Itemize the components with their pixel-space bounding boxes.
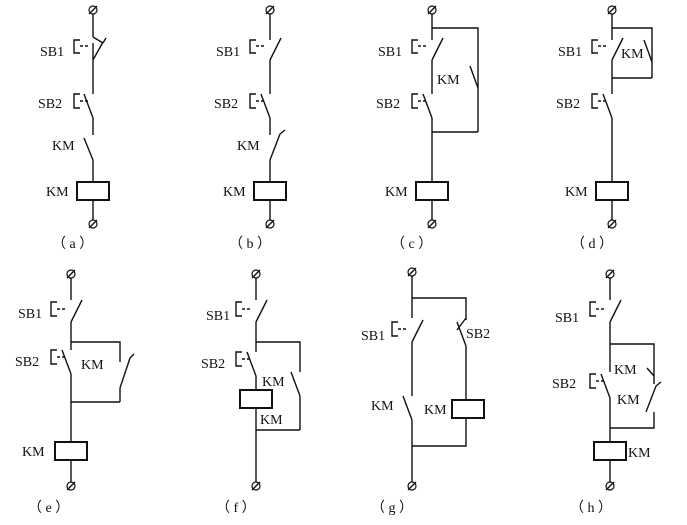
sb2-normally-open-button	[73, 88, 94, 135]
sb1-label: SB1	[361, 329, 385, 344]
km-contact-2-label: KM	[617, 393, 640, 408]
circuit-d: SB1 KM SB2 KM （ d ）	[556, 5, 653, 252]
km-coil-label: KM	[424, 403, 447, 418]
km-coil	[595, 181, 629, 201]
circuit-h: SB1 KM SB2 KM KM （ h ）	[552, 269, 662, 516]
sb2-label: SB2	[466, 327, 490, 342]
sb1-label: SB1	[40, 45, 64, 60]
sb1-normally-closed-button	[411, 28, 444, 88]
sb2-normally-open-button	[50, 342, 72, 442]
caption-g: （ g ）	[371, 500, 413, 516]
km-self-hold-contact	[256, 371, 301, 431]
sb1-normally-closed-button	[73, 36, 107, 88]
caption-f: （ f ）	[216, 500, 256, 516]
sb2-normally-open-button	[411, 88, 433, 182]
sb2-normally-open-button	[456, 317, 467, 400]
sb2-label: SB2	[556, 97, 580, 112]
km-self-hold-contact	[646, 367, 655, 377]
km-coil-label: KM	[565, 185, 588, 200]
sb1-label: SB1	[206, 309, 230, 324]
km-coil	[451, 399, 485, 419]
sb2-label: SB2	[376, 97, 400, 112]
km-coil	[253, 181, 287, 201]
km-coil-label: KM	[223, 185, 246, 200]
km-self-hold-contact	[469, 65, 479, 132]
km-contact-label: KM	[437, 73, 460, 88]
sb1-normally-closed-button	[391, 298, 424, 396]
sb1-normally-closed-button	[589, 299, 622, 344]
sb1-label: SB1	[558, 45, 582, 60]
sb1-label: SB1	[18, 307, 42, 322]
km-coil	[593, 441, 627, 461]
circuit-a: SB1 SB2 KM KM （ a ）	[38, 5, 110, 252]
km-contact-label: KM	[81, 358, 104, 373]
caption-h: （ h ）	[570, 500, 612, 516]
km-contact-label: KM	[237, 139, 260, 154]
sb2-normally-open-button	[249, 88, 271, 135]
sb1-normally-closed-button	[249, 37, 282, 88]
km-contact-label: KM	[621, 47, 644, 62]
km-coil-label: KM	[260, 413, 283, 428]
km-coil-label: KM	[628, 446, 651, 461]
sb2-normally-open-button	[589, 344, 611, 442]
km-coil	[76, 181, 110, 201]
circuit-f: SB1 SB2 KM KM （ f ）	[201, 269, 301, 516]
caption-c: （ c ）	[391, 236, 432, 252]
caption-d: （ d ）	[571, 236, 613, 252]
sb2-normally-open-button	[235, 342, 257, 390]
km-coil	[54, 441, 88, 461]
km-self-hold-contact	[612, 39, 653, 79]
caption-e: （ e ）	[28, 500, 69, 516]
sb2-label: SB2	[201, 357, 225, 372]
km-normally-closed-contact	[610, 376, 662, 429]
km-normally-closed-contact	[269, 129, 286, 182]
sb2-label: SB2	[15, 355, 39, 370]
sb2-normally-open-button	[591, 88, 613, 182]
km-normally-open-contact	[83, 137, 94, 182]
sb1-label: SB1	[555, 311, 579, 326]
sb1-normally-closed-button	[591, 28, 624, 88]
circuit-e: SB1 SB2 KM KM （ e ）	[15, 269, 135, 516]
sb1-normally-closed-button	[50, 299, 83, 342]
circuit-g: SB1 SB2 KM KM （ g ）	[361, 267, 490, 516]
km-coil-label: KM	[46, 185, 69, 200]
km-self-hold-contact	[71, 353, 135, 403]
caption-b: （ b ）	[229, 236, 271, 252]
circuit-c: SB1 KM SB2 KM （ c ）	[376, 5, 479, 252]
caption-a: （ a ）	[52, 236, 93, 252]
km-contact-label: KM	[52, 139, 75, 154]
km-coil-label: KM	[385, 185, 408, 200]
km-contact-label: KM	[371, 399, 394, 414]
sb2-label: SB2	[552, 377, 576, 392]
km-coil-label: KM	[22, 445, 45, 460]
sb2-label: SB2	[38, 97, 62, 112]
sb1-label: SB1	[378, 45, 402, 60]
sb2-label: SB2	[214, 97, 238, 112]
sb1-label: SB1	[216, 45, 240, 60]
km-coil	[239, 389, 273, 409]
km-contact-label: KM	[262, 375, 285, 390]
km-normally-open-contact	[402, 395, 413, 482]
km-coil	[415, 181, 449, 201]
km-contact-label: KM	[614, 363, 637, 378]
sb1-normally-closed-button	[235, 299, 268, 342]
circuit-b: SB1 SB2 KM KM （ b ）	[214, 5, 287, 252]
